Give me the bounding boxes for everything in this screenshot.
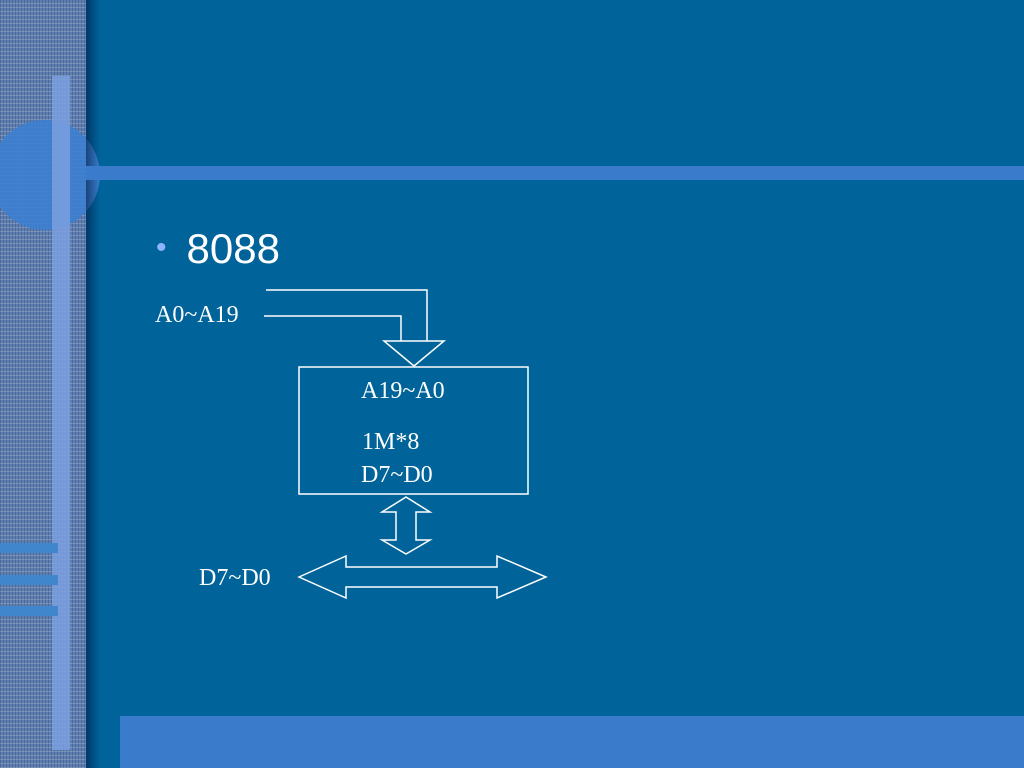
decorative-bar	[0, 543, 58, 553]
decorative-bar	[0, 575, 58, 585]
memory-chip-box	[298, 366, 529, 495]
title-divider-band	[86, 166, 1024, 180]
decorative-circle	[0, 120, 100, 230]
address-arrow-icon	[381, 340, 447, 367]
bullet-item: • 8088	[156, 222, 280, 275]
chip-address-pins-label: A19~A0	[361, 378, 445, 404]
footer-band	[120, 716, 1024, 768]
data-bus-arrow-icon	[297, 554, 548, 600]
address-line-outer	[266, 289, 428, 341]
sidebar-shadow	[86, 0, 100, 768]
bullet-dot-icon: •	[156, 231, 167, 264]
address-line-inner	[264, 315, 402, 341]
data-bus-label: D7~D0	[199, 565, 271, 591]
chip-size-label: 1M*8	[362, 429, 420, 455]
vertical-double-arrow-icon	[379, 496, 433, 555]
address-input-label: A0~A19	[155, 302, 239, 328]
bullet-text: 8088	[186, 225, 280, 272]
decorative-bar	[0, 606, 58, 616]
chip-data-pins-label: D7~D0	[361, 462, 433, 488]
